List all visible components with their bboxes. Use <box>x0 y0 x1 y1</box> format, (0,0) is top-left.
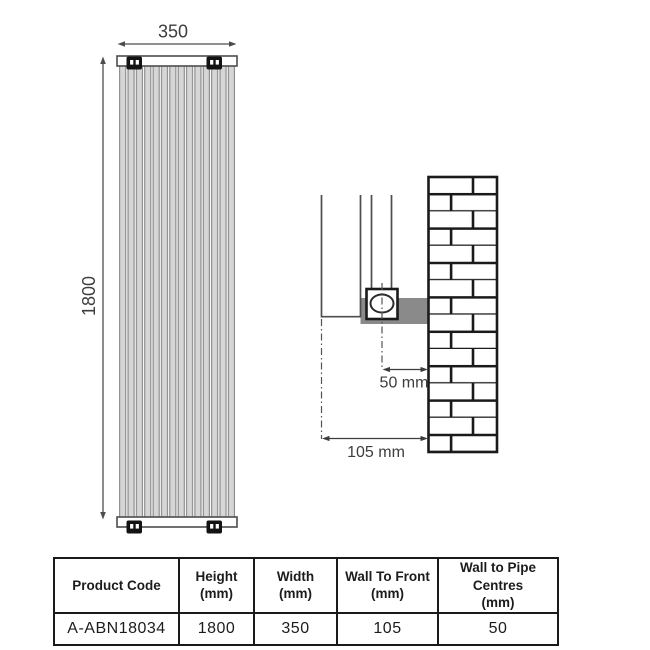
col-header-wall-to-front: Wall To Front (mm) <box>336 557 439 614</box>
width-dimension-label: 350 <box>158 22 188 42</box>
arrow-left-icon <box>382 366 390 373</box>
bottom-bracket-right <box>206 520 222 534</box>
header-line: Height <box>195 568 238 584</box>
col-header-wall-to-pipe-centres: Wall to Pipe Centres (mm) <box>437 557 559 614</box>
header-unit: (mm) <box>481 595 515 611</box>
arrow-right-icon <box>420 366 428 373</box>
arrow-up-icon <box>100 56 106 64</box>
brick-wall <box>427 175 499 454</box>
col-header-product-code: Product Code <box>53 557 180 614</box>
header-line: Wall to Pipe Centres <box>459 560 536 593</box>
radiator-side-panel <box>320 195 362 318</box>
radiator-slats <box>118 66 236 517</box>
wall-to-pipe-centres-label: 50 mm <box>380 375 429 392</box>
wall-to-front-dimension: 105 mm <box>322 435 428 461</box>
radiator-top-header <box>116 55 238 67</box>
table-header-row: Product Code Height (mm) Width (mm) Wall… <box>53 557 559 614</box>
header-line: Width <box>276 568 315 584</box>
height-dimension-label: 1800 <box>79 276 99 316</box>
radiator-front-view: 350 1800 <box>79 22 238 534</box>
arrow-right-icon <box>420 435 428 442</box>
header-unit: (mm) <box>200 586 233 602</box>
wall-to-front-label: 105 mm <box>347 444 405 461</box>
width-dimension: 350 <box>117 22 237 47</box>
wall-to-pipe-centres-dimension: 50 mm <box>380 366 429 392</box>
header-unit: (mm) <box>279 586 312 602</box>
cell-width: 350 <box>253 611 338 646</box>
header-line: Product Code <box>72 577 161 593</box>
table-row: A-ABN18034 1800 350 105 50 <box>53 611 559 646</box>
cell-height: 1800 <box>178 611 255 646</box>
bottom-bracket-left <box>126 520 142 534</box>
top-bracket-right <box>206 56 222 70</box>
top-bracket-left <box>126 56 142 70</box>
header-unit: (mm) <box>371 586 404 602</box>
cell-wall-to-front: 105 <box>336 611 439 646</box>
header-line: Wall To Front <box>345 568 430 584</box>
radiator-bottom-header <box>116 516 238 528</box>
arrow-right-icon <box>229 41 237 47</box>
arrow-left-icon <box>322 435 330 442</box>
arrow-left-icon <box>117 41 125 47</box>
col-header-width: Width (mm) <box>253 557 338 614</box>
product-spec-table: Product Code Height (mm) Width (mm) Wall… <box>53 557 559 646</box>
radiator-side-view: 50 mm 105 mm <box>320 175 499 461</box>
cell-wall-to-pipe-centres: 50 <box>437 611 559 646</box>
col-header-height: Height (mm) <box>178 557 255 614</box>
arrow-down-icon <box>100 512 106 520</box>
height-dimension: 1800 <box>79 56 106 520</box>
cell-product-code: A-ABN18034 <box>53 611 180 646</box>
